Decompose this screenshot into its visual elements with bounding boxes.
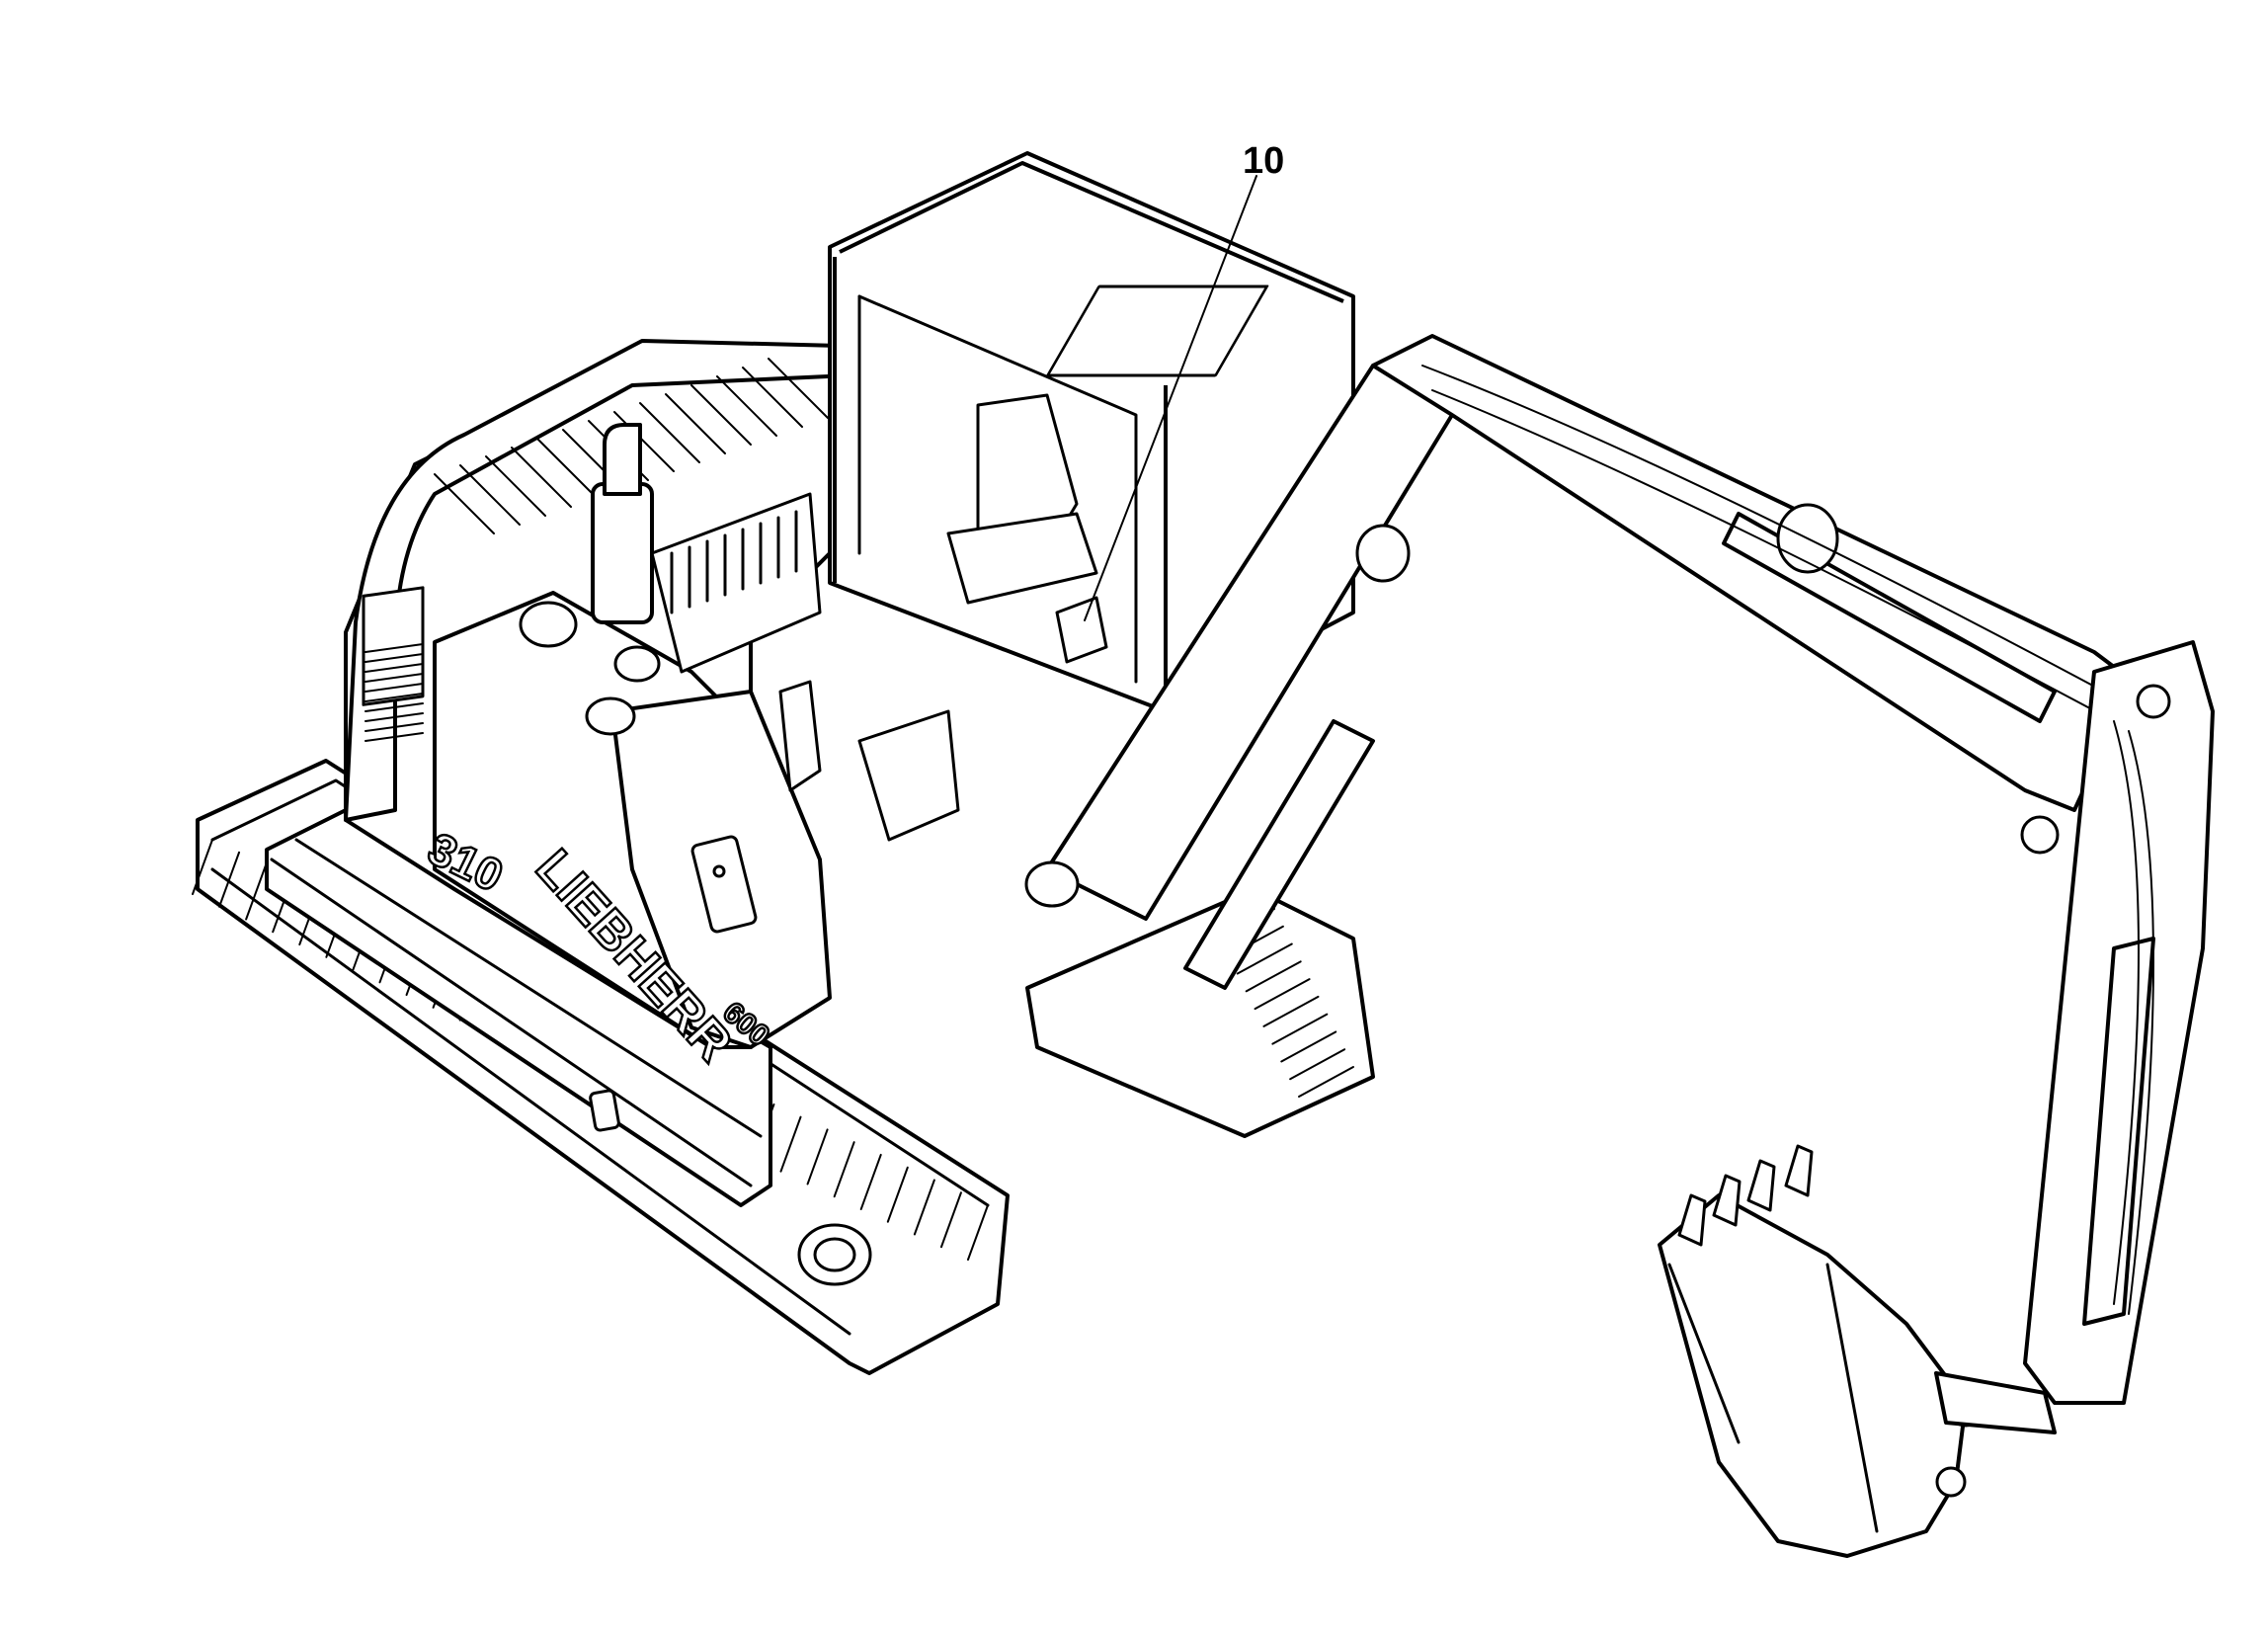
operator-cab bbox=[828, 151, 1355, 713]
line-art-stroke bbox=[913, 1179, 935, 1236]
line-art-stroke bbox=[613, 411, 675, 472]
line-art-stroke bbox=[833, 1141, 855, 1198]
callout-leader-line bbox=[1084, 175, 1257, 621]
line-art-stroke bbox=[511, 447, 572, 508]
line-art-stroke bbox=[485, 455, 546, 517]
bucket-tooth bbox=[1712, 1174, 1742, 1227]
line-art-stroke bbox=[434, 473, 495, 534]
line-art-stroke bbox=[665, 393, 726, 454]
side-tank: 310 LIEBHERR 600 bbox=[419, 591, 832, 1074]
engine-hood-grille bbox=[434, 358, 829, 534]
line-art-stroke bbox=[364, 722, 424, 732]
line-art-stroke bbox=[1262, 995, 1320, 1027]
line-art-stroke bbox=[364, 693, 424, 702]
stick-arm bbox=[2023, 640, 2215, 1405]
line-art-stroke bbox=[690, 384, 752, 446]
fuel-cap bbox=[519, 601, 578, 648]
line-art-stroke bbox=[768, 358, 829, 419]
line-art-stroke bbox=[1280, 1030, 1337, 1063]
callout-10: 10 bbox=[1084, 140, 1284, 621]
right-track bbox=[1025, 887, 1375, 1138]
line-art-stroke bbox=[639, 402, 700, 463]
line-art-stroke bbox=[1298, 1066, 1354, 1098]
bucket-tooth bbox=[1746, 1159, 1776, 1212]
bucket-teeth bbox=[1677, 1144, 1814, 1247]
line-art-stroke bbox=[779, 1115, 802, 1173]
line-art-stroke bbox=[1236, 942, 1293, 975]
line-art-stroke bbox=[245, 863, 268, 921]
line-art-stroke bbox=[536, 438, 598, 499]
bucket-tooth bbox=[1784, 1144, 1814, 1197]
exhaust-stack bbox=[519, 423, 661, 736]
track-idler bbox=[797, 1223, 872, 1286]
line-art-stroke bbox=[742, 367, 803, 428]
side-louver bbox=[364, 643, 424, 742]
line-art-stroke bbox=[459, 464, 521, 526]
bucket bbox=[1658, 1144, 2057, 1558]
line-art-stroke bbox=[806, 1128, 829, 1186]
line-art-stroke bbox=[364, 673, 424, 683]
tank-cap bbox=[613, 645, 661, 683]
line-art-stroke bbox=[364, 663, 424, 673]
line-art-stroke bbox=[859, 1153, 882, 1210]
line-art-stroke bbox=[192, 839, 213, 895]
line-art-stroke bbox=[1289, 1048, 1346, 1081]
line-art-stroke bbox=[716, 375, 777, 437]
line-art-stroke bbox=[967, 1204, 989, 1261]
line-art-stroke bbox=[364, 643, 424, 653]
line-art-stroke bbox=[886, 1166, 909, 1223]
bucket-tooth bbox=[1677, 1193, 1707, 1247]
line-art-stroke bbox=[364, 653, 424, 663]
line-art-stroke bbox=[1271, 1013, 1329, 1045]
callout-label: 10 bbox=[1243, 140, 1284, 182]
control-valve-block bbox=[650, 492, 960, 842]
control-lever bbox=[1055, 596, 1108, 664]
line-art-stroke bbox=[1245, 960, 1302, 993]
line-art-stroke bbox=[364, 683, 424, 693]
boom bbox=[1024, 334, 2136, 990]
oil-cap bbox=[585, 696, 636, 736]
line-art-stroke bbox=[1254, 978, 1311, 1011]
line-art-stroke bbox=[218, 851, 241, 908]
line-art-stroke bbox=[364, 702, 424, 712]
line-art-stroke bbox=[364, 712, 424, 722]
line-art-stroke bbox=[364, 732, 424, 742]
boom-cylinder bbox=[1183, 719, 1375, 990]
line-art-stroke bbox=[939, 1191, 962, 1249]
